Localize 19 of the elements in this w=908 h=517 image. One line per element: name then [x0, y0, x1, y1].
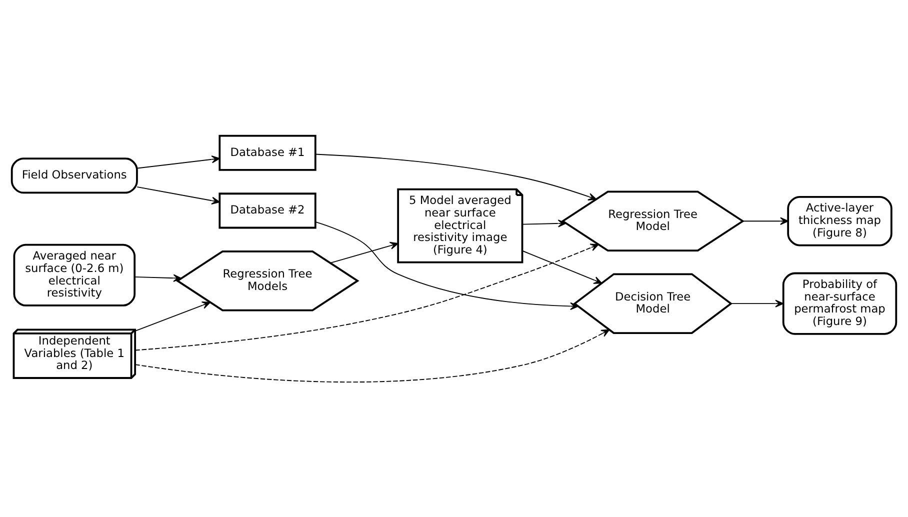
node-box: Averaged near surface (0-2.6 m) electrical resistivity: [13, 243, 136, 306]
arrow: [136, 155, 220, 168]
arrow: [330, 241, 398, 263]
arrow: [315, 153, 597, 200]
node-box: Field Observations: [10, 157, 138, 194]
arrow: [522, 250, 602, 284]
node-box: Database #2: [218, 192, 316, 228]
arrow: [136, 186, 220, 204]
arrow: [134, 300, 211, 331]
arrow: [730, 299, 784, 307]
arrow: [315, 220, 579, 310]
arrow: [134, 328, 610, 382]
arrow: [742, 216, 789, 224]
arrow: [134, 243, 599, 350]
node-box: Database #1: [218, 134, 316, 170]
node-box: Probability of near-surface permafrost map (Figure 9): [782, 272, 898, 334]
arrow: [522, 219, 566, 227]
arrow: [134, 274, 182, 282]
node-box: Active-layer thickness map (Figure 8): [787, 195, 892, 246]
